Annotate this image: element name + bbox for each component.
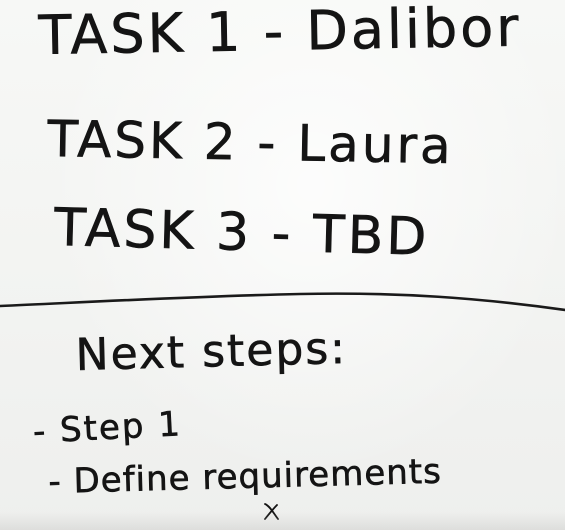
ink-scribble-mark <box>264 503 279 520</box>
board-edge-shadow <box>0 512 565 530</box>
next-steps-heading: Next steps: <box>75 322 348 382</box>
next-step-item-1: - Step 1 <box>32 404 183 452</box>
